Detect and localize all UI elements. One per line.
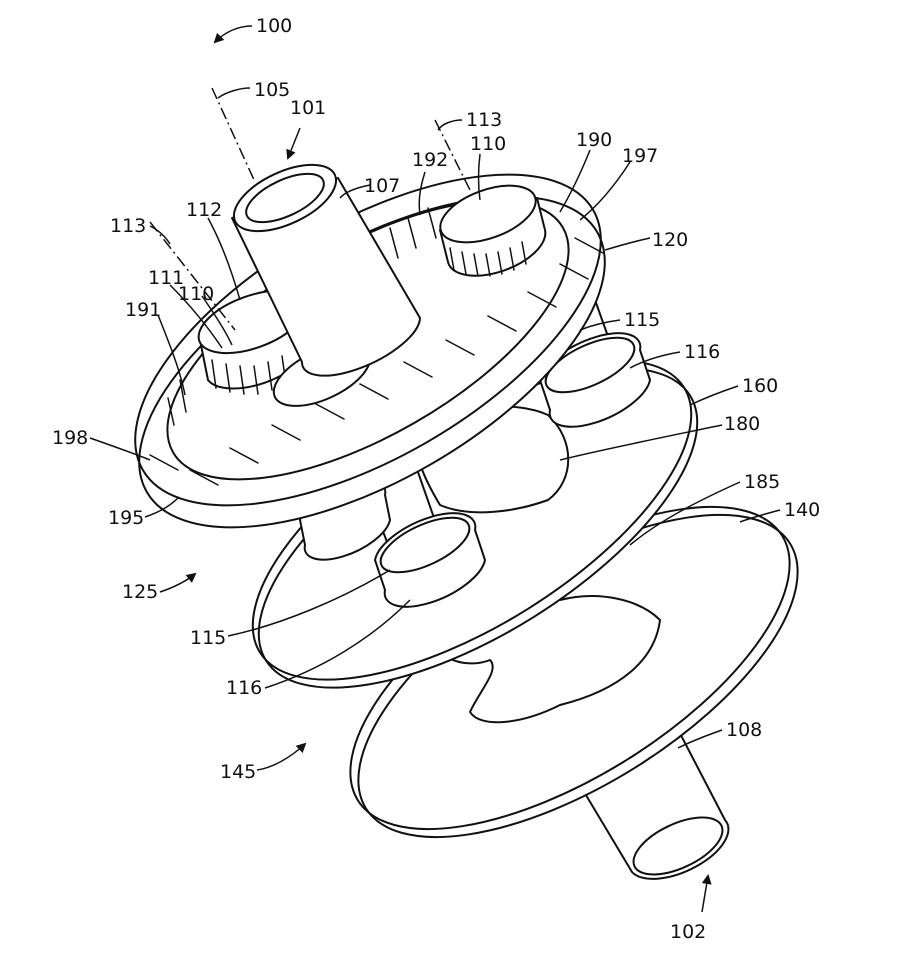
label-198: 198 bbox=[52, 427, 88, 449]
label-110-right: 110 bbox=[470, 133, 506, 155]
label-110-left: 110 bbox=[178, 283, 214, 305]
label-195: 195 bbox=[108, 507, 144, 529]
label-102: 102 bbox=[670, 921, 706, 943]
label-108: 108 bbox=[726, 719, 762, 741]
gear-110-right bbox=[439, 184, 547, 277]
axis-113-right bbox=[434, 119, 471, 191]
axis-113-left bbox=[149, 221, 236, 331]
label-192: 192 bbox=[412, 149, 448, 171]
shaft-107 bbox=[231, 163, 421, 377]
label-115-right: 115 bbox=[624, 309, 660, 331]
arrow-125 bbox=[159, 572, 197, 593]
label-191: 191 bbox=[125, 299, 161, 321]
leader-lines bbox=[89, 87, 781, 749]
label-140: 140 bbox=[784, 499, 820, 521]
arrow-100 bbox=[213, 25, 253, 44]
label-115-left: 115 bbox=[190, 627, 226, 649]
label-190: 190 bbox=[576, 129, 612, 151]
label-112: 112 bbox=[186, 199, 222, 221]
label-116-left: 116 bbox=[226, 677, 262, 699]
label-160: 160 bbox=[742, 375, 778, 397]
label-100: 100 bbox=[256, 15, 292, 37]
arrow-102 bbox=[701, 874, 712, 913]
label-107: 107 bbox=[364, 175, 400, 197]
label-185: 185 bbox=[744, 471, 780, 493]
label-125: 125 bbox=[122, 581, 158, 603]
label-120: 120 bbox=[652, 229, 688, 251]
label-113-right: 113 bbox=[466, 109, 502, 131]
label-197: 197 bbox=[622, 145, 658, 167]
label-145: 145 bbox=[220, 761, 256, 783]
arrow-101 bbox=[286, 127, 301, 160]
reference-labels: 100 105 101 113 110 192 190 197 107 112 … bbox=[52, 15, 820, 943]
label-180: 180 bbox=[724, 413, 760, 435]
arrow-145 bbox=[256, 742, 307, 771]
label-105: 105 bbox=[254, 79, 290, 101]
label-113-left: 113 bbox=[110, 215, 146, 237]
label-101: 101 bbox=[290, 97, 326, 119]
axis-105 bbox=[211, 87, 256, 183]
label-111: 111 bbox=[148, 267, 184, 289]
label-116-right: 116 bbox=[684, 341, 720, 363]
